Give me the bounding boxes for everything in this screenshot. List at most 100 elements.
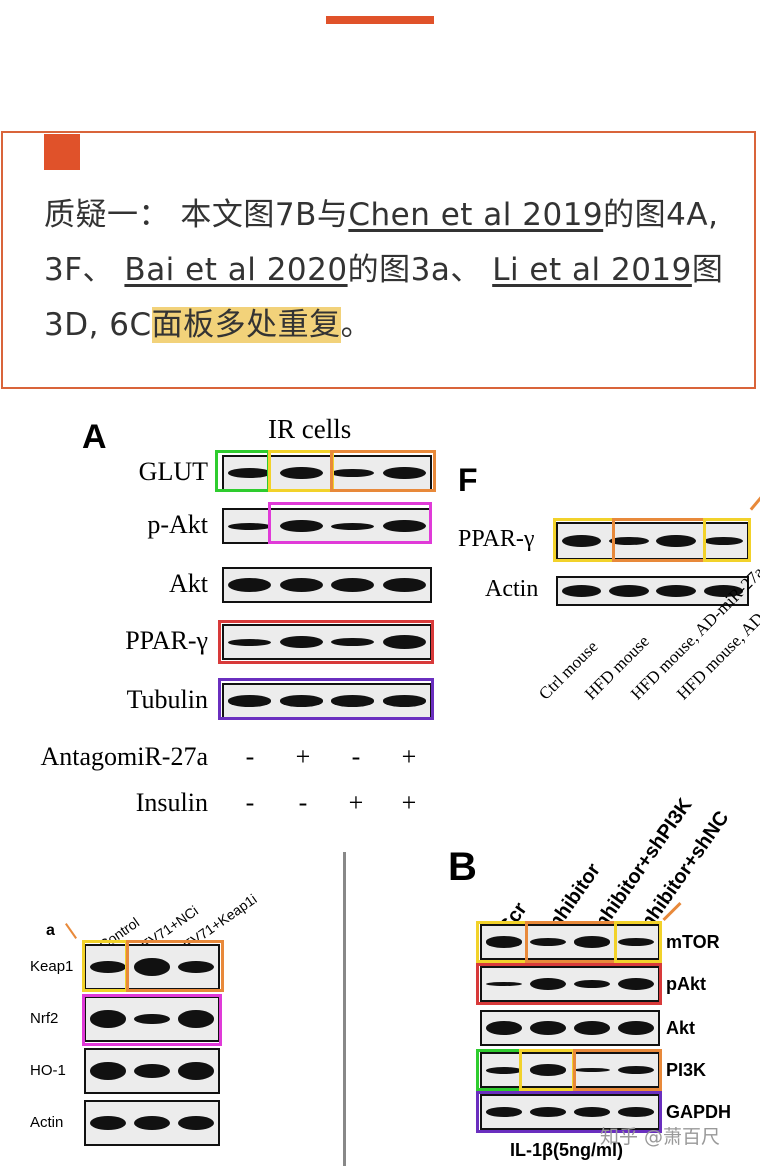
panel-b-akt-band	[573, 1021, 611, 1035]
panel-f-pparg-band	[561, 534, 602, 548]
panel-b-akt-band	[529, 1021, 567, 1035]
frame-orange-f	[612, 518, 706, 562]
panel-f-pparg-band	[656, 534, 696, 548]
frame-orange-b2	[573, 1049, 662, 1091]
panel-f-actin-strip	[556, 576, 749, 606]
panel-lower-a-ho1-band	[177, 1062, 215, 1080]
panel-a-pakt-strip	[222, 508, 432, 544]
box-corner-mark	[44, 134, 80, 170]
panel-lower-a-keap1-band	[177, 960, 215, 974]
pointer-line-f	[749, 496, 760, 511]
frame-green-b	[476, 1049, 522, 1091]
frame-yellow-la	[82, 940, 128, 992]
panel-a-tubulin-band	[331, 695, 375, 707]
panel-lower-a-nrf2-band	[89, 1010, 127, 1028]
panel-a-row-label: Akt	[169, 569, 208, 598]
panel-f-actin-band	[609, 585, 649, 597]
panel-b-row-label: pAkt	[666, 974, 706, 994]
question-box	[1, 131, 756, 389]
panel-a-row-label: PPAR-γ	[125, 626, 208, 655]
question-text: 质疑一： 本文图7B与Chen et al 2019的图4A, 3F、 Bai …	[44, 188, 734, 353]
panel-a-tubulin-band	[228, 695, 272, 707]
panel-lower-a-row-label: Keap1	[30, 958, 74, 975]
question-prefix: 质疑一： 本文图7B与	[44, 197, 349, 233]
watermark: 知乎 @萧百尺	[600, 1126, 721, 1148]
panel-a-pakt-band	[228, 522, 272, 530]
panel-lower-a-row-label: Nrf2	[30, 1010, 59, 1027]
ref-link-li[interactable]: Li et al 2019	[492, 252, 692, 288]
ref-link-bai[interactable]: Bai et al 2020	[124, 252, 348, 288]
panel-lower-a-ho1-band	[133, 1063, 171, 1079]
frame-orange-a	[330, 450, 436, 492]
panel-lower-a-ho1-band	[89, 1062, 127, 1080]
panel-b-footer: IL-1β(5ng/ml)	[510, 1140, 623, 1160]
panel-b-pakt-band	[573, 979, 611, 989]
panel-a-letter: A	[82, 418, 107, 456]
panel-a-row-label: p-Akt	[147, 510, 208, 539]
frame-yellow-f2	[703, 518, 751, 562]
panel-b-gapdh-band	[529, 1107, 567, 1117]
panel-lower-a-letter: a	[46, 922, 55, 939]
panel-b-row-label: mTOR	[666, 932, 720, 952]
panel-a-condition-value: -	[351, 742, 361, 771]
panel-lower-a-keap1-band	[133, 958, 171, 976]
ref-link-chen[interactable]: Chen et al 2019	[348, 197, 604, 233]
panel-f-actin-band	[561, 585, 602, 597]
panel-b-gapdh-band	[485, 1107, 523, 1117]
panel-lower-a-row-label: HO-1	[30, 1062, 66, 1079]
panel-a-tubulin-band	[382, 695, 426, 707]
frame-yellow-b2	[614, 921, 662, 963]
pointer-line-la	[65, 923, 77, 939]
panel-a-glut-band	[382, 466, 426, 480]
frame-yellow-b3	[519, 1049, 575, 1091]
frame-yellow-b1	[476, 921, 528, 963]
panel-lower-a-ho1-strip	[84, 1048, 220, 1094]
frame-orange-b	[525, 921, 617, 963]
panel-a-condition-value: +	[401, 742, 417, 771]
panel-b-mtor-band	[573, 936, 611, 948]
panel-a-tubulin-band	[279, 695, 323, 707]
panel-f-actin-band	[656, 585, 696, 597]
panel-a-ppar-strip	[222, 624, 432, 660]
question-mid2: 的图3a、	[347, 252, 482, 288]
panel-a-akt-band	[228, 578, 272, 592]
panel-b-row-label: PI3K	[666, 1060, 707, 1080]
frame-magenta-la	[82, 994, 222, 1046]
frame-red-a	[218, 620, 434, 664]
panel-a-pakt-band	[382, 519, 426, 533]
panel-a-glut-band	[331, 468, 375, 478]
panel-a-pakt-band	[279, 519, 323, 533]
panel-a-condition-value: -	[245, 788, 255, 817]
panel-lower-a-keap1-band	[89, 960, 127, 974]
panel-a-glut-band	[279, 466, 323, 480]
panel-a-row-label: Tubulin	[126, 685, 208, 714]
divider-line	[343, 852, 346, 1166]
frame-red-b	[476, 963, 662, 1005]
panel-b-letter: B	[448, 845, 477, 889]
question-end: 。	[340, 307, 373, 343]
panel-b-gapdh-strip	[480, 1094, 660, 1130]
frame-magenta-a	[268, 502, 432, 544]
panel-a-condition-value: -	[245, 742, 255, 771]
panel-b-gapdh-band	[573, 1107, 611, 1117]
highlighted-text: 面板多处重复	[151, 307, 341, 343]
panel-a-condition-label: AntagomiR-27a	[40, 742, 208, 771]
panel-a-akt-band	[331, 578, 375, 592]
frame-green-a	[215, 450, 270, 492]
panel-b-pakt-band	[617, 977, 655, 991]
panel-lower-a-actin-band	[177, 1115, 215, 1131]
panel-lower-a-actin-band	[89, 1115, 127, 1131]
panel-a-condition-value: +	[401, 788, 417, 817]
frame-purple-a	[218, 678, 434, 720]
panel-a-condition-value: +	[295, 742, 311, 771]
panel-lower-a-nrf2-band	[177, 1010, 215, 1028]
panel-a-title: IR cells	[268, 414, 352, 444]
panel-a-row-label: GLUT	[138, 457, 208, 486]
panel-b-pi3k-band	[617, 1065, 655, 1075]
panel-a-ppar-band	[228, 638, 272, 646]
panel-a-akt-band	[382, 578, 426, 592]
question-mid3: 图3D, 6C	[44, 252, 724, 343]
panel-b-mtor-band	[617, 937, 655, 947]
panel-f-pparg-strip	[556, 522, 749, 560]
panel-lower-a-nrf2-band	[133, 1013, 171, 1025]
